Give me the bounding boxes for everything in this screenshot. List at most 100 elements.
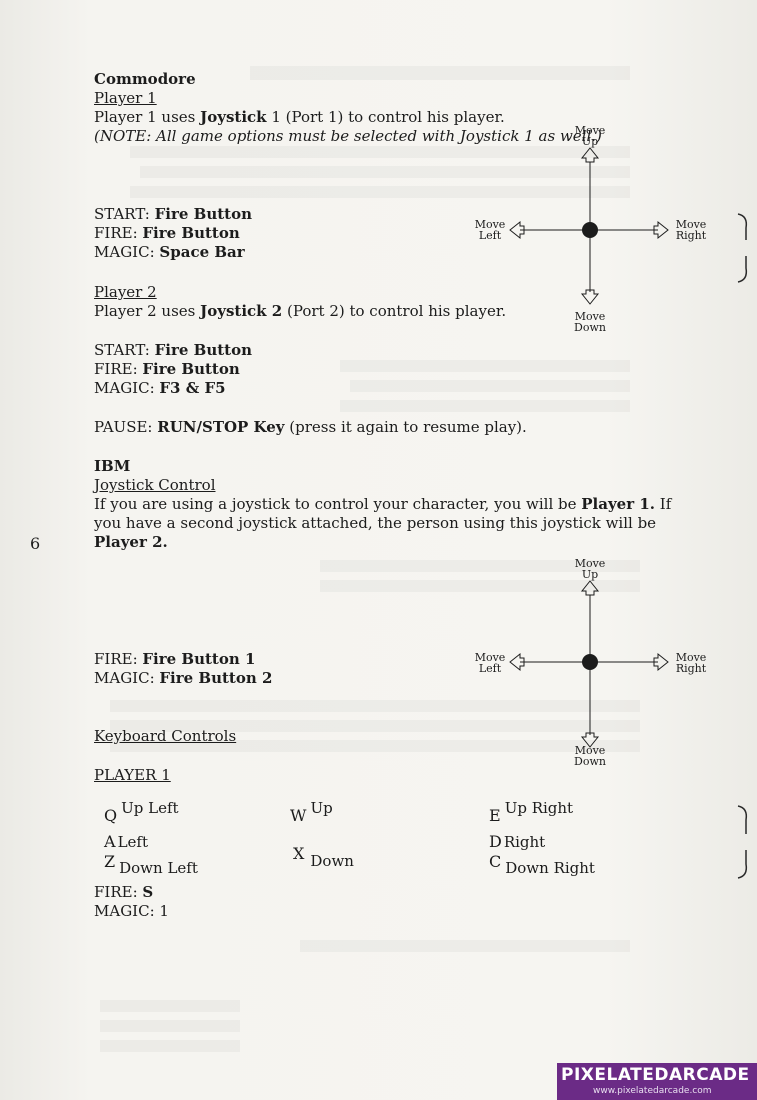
diagram-up-label-2: Up: [582, 135, 598, 148]
text-bold: Player 1.: [581, 495, 656, 513]
control-label: FIRE:: [94, 224, 143, 242]
key-letter: E: [489, 806, 501, 825]
diagram-left-label-2: Left: [479, 662, 502, 675]
commodore-player2-text: Player 2 uses Joystick 2 (Port 2) to con…: [94, 302, 506, 320]
control-label: PAUSE:: [94, 418, 158, 436]
commodore-heading: Commodore: [94, 70, 196, 88]
key-letter: Z: [104, 852, 116, 871]
commodore-p2-start: START: Fire Button: [94, 341, 252, 359]
text-part: Player 2 uses: [94, 302, 201, 320]
diagram-right-label-2: Right: [676, 662, 707, 675]
commodore-p1-start: START: Fire Button: [94, 205, 252, 223]
diagram-down-label-1: Move: [575, 310, 606, 323]
commodore-p2-magic: MAGIC: F3 & F5: [94, 379, 226, 397]
control-value: Fire Button 2: [159, 669, 273, 687]
key-desc: Up Right: [504, 799, 574, 817]
key-desc: Down Left: [119, 859, 198, 877]
key-desc: Right: [503, 833, 546, 851]
arrow-right-icon: [653, 652, 669, 672]
commodore-p1-magic: MAGIC: Space Bar: [94, 243, 245, 261]
control-label: START:: [94, 341, 155, 359]
keyboard-controls-heading: Keyboard Controls: [94, 727, 237, 745]
watermark-title: PIXELATEDARCADE: [561, 1065, 750, 1085]
page-number: 6: [30, 534, 41, 553]
joystick-diagram-ibm: Move Up Move Left Move Right Move Down: [475, 557, 707, 768]
joystick-center-icon: [582, 654, 598, 670]
key-letter: W: [290, 806, 307, 825]
ibm-joystick-line1: If you are using a joystick to control y…: [94, 495, 671, 513]
ibm-heading: IBM: [94, 457, 131, 475]
diagram-up-label-1: Move: [575, 124, 606, 137]
control-label: FIRE:: [94, 883, 143, 901]
joystick-center-icon: [582, 222, 598, 238]
key-x: X Down: [293, 844, 354, 870]
diagram-down-label-2: Down: [574, 321, 606, 334]
key-letter: C: [489, 852, 502, 871]
diagram-down-label-2: Down: [574, 755, 606, 768]
commodore-player2-heading: Player 2: [94, 283, 157, 301]
control-label: FIRE:: [94, 650, 143, 668]
text-bold: Joystick 2: [200, 302, 283, 320]
key-desc: Down: [310, 852, 354, 870]
watermark-url: www.pixelatedarcade.com: [593, 1086, 712, 1096]
control-label: MAGIC:: [94, 379, 160, 397]
control-value: Fire Button: [142, 224, 240, 242]
key-desc: Up Left: [121, 799, 179, 817]
commodore-p2-fire: FIRE: Fire Button: [94, 360, 240, 378]
control-value: F3 & F5: [159, 379, 226, 397]
diagram-left-label-2: Left: [479, 229, 502, 242]
commodore-player1-text: Player 1 uses Joystick 1 (Port 1) to con…: [94, 108, 505, 126]
diagram-down-label-1: Move: [575, 744, 606, 757]
binding-clip-icon: [737, 213, 748, 283]
control-value: S: [142, 883, 154, 901]
arrow-down-icon: [580, 289, 600, 305]
key-letter: Q: [104, 806, 118, 825]
control-value: Fire Button: [154, 341, 252, 359]
arrow-left-icon: [509, 220, 525, 240]
arrow-up-icon: [580, 580, 600, 596]
text-part: 1 (Port 1) to control his player.: [266, 108, 505, 126]
key-desc: Left: [117, 833, 148, 851]
commodore-note: (NOTE: All game options must be selected…: [94, 127, 602, 145]
pixelatedarcade-watermark: PIXELATEDARCADE www.pixelatedarcade.com: [557, 1063, 757, 1100]
control-value: Space Bar: [159, 243, 245, 261]
text-part: (Port 2) to control his player.: [282, 302, 507, 320]
arrow-right-icon: [653, 220, 669, 240]
control-value: Fire Button: [142, 360, 240, 378]
text-part: If you are using a joystick to control y…: [94, 495, 582, 513]
keyboard-fire: FIRE: S: [94, 883, 153, 901]
control-label: START:: [94, 205, 155, 223]
diagram-up-label-1: Move: [575, 557, 606, 570]
ibm-magic: MAGIC: Fire Button 2: [94, 669, 272, 687]
arrow-up-icon: [580, 147, 600, 163]
key-letter: X: [293, 844, 305, 863]
text-bold: Joystick: [200, 108, 267, 126]
ibm-joystick-line3: Player 2.: [94, 533, 168, 551]
control-value: RUN/STOP Key: [157, 418, 285, 436]
arrow-down-icon: [580, 732, 600, 748]
text-part: (press it again to resume play).: [284, 418, 527, 436]
commodore-player1-heading: Player 1: [94, 89, 157, 107]
diagram-left-label-1: Move: [475, 218, 506, 231]
control-value: Fire Button: [154, 205, 252, 223]
control-label: FIRE:: [94, 360, 143, 378]
diagram-right-label-2: Right: [676, 229, 707, 242]
text-part: If: [655, 495, 672, 513]
key-letter: D: [489, 832, 502, 851]
keyboard-player1-heading: PLAYER 1: [94, 766, 171, 784]
binding-clip-icon: [737, 805, 748, 879]
keyboard-magic: MAGIC: 1: [94, 902, 169, 920]
key-letter: A: [104, 832, 116, 851]
ibm-fire: FIRE: Fire Button 1: [94, 650, 255, 668]
commodore-pause: PAUSE: RUN/STOP Key (press it again to r…: [94, 418, 527, 436]
key-desc: Down Right: [505, 859, 595, 877]
diagram-up-label-2: Up: [582, 568, 598, 581]
